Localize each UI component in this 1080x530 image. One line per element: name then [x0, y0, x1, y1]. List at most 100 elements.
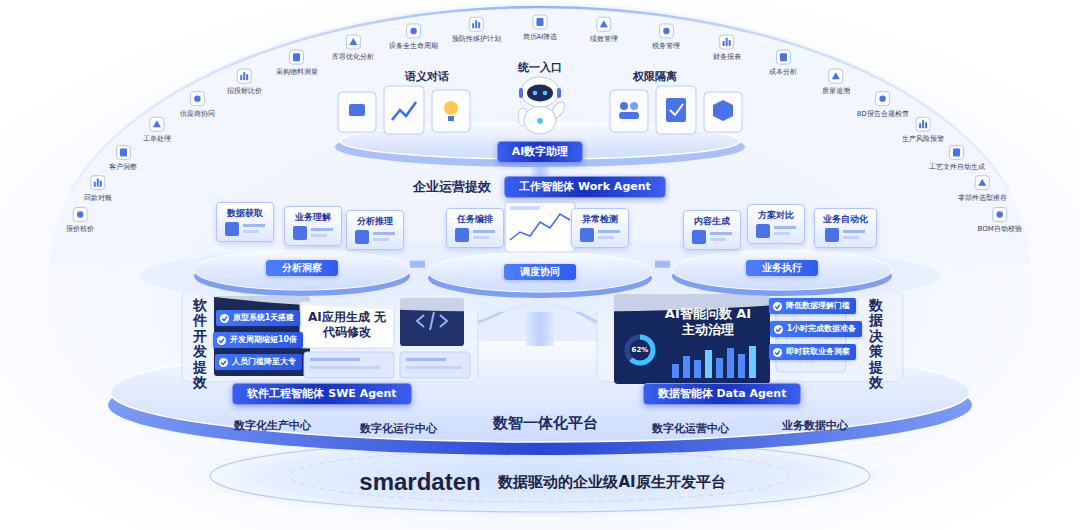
scenario-icon	[469, 17, 483, 31]
screen-mockup	[417, 312, 447, 330]
benefit-tag: 1小时完成数据准备	[770, 321, 863, 337]
scenario-icon	[720, 35, 734, 49]
scenario-icon	[100, 181, 102, 187]
scenario-icon	[829, 69, 843, 83]
card-icon	[598, 236, 614, 239]
card-icon	[311, 234, 327, 237]
node-label: 任务编排	[457, 214, 493, 224]
screen-mockup	[749, 346, 756, 378]
scenario-icon	[537, 18, 544, 26]
dashboard	[510, 214, 570, 240]
scenario-icon	[346, 35, 360, 49]
dome-arc	[71, 7, 1009, 190]
screen-mockup	[406, 358, 446, 361]
scenario-icon	[776, 50, 790, 64]
scenario-icon	[73, 207, 87, 221]
capability-card: 方案对比	[747, 204, 805, 244]
center-label: 业务数据中心	[782, 418, 848, 433]
card-icon	[455, 228, 495, 242]
scenario-icon	[290, 50, 304, 64]
dashboard	[510, 206, 540, 210]
scenario-label: 成本分析	[769, 67, 797, 77]
scenario-icon	[659, 24, 673, 38]
scenario-icon	[723, 41, 725, 46]
check-icon	[774, 325, 783, 334]
glass-panel	[656, 86, 696, 134]
scenario-icon	[916, 117, 930, 131]
scenario-icon	[237, 69, 251, 83]
node-label: 降低数据理解门槛	[786, 301, 850, 310]
scenario-label: 简历AI筛选	[523, 32, 558, 42]
glass-panel	[619, 112, 639, 119]
scenario-icon	[472, 23, 474, 28]
check-icon	[773, 302, 782, 311]
scenario-label: 供应商协同	[180, 109, 215, 119]
scenario-icon	[916, 117, 930, 131]
scenario-icon	[290, 50, 304, 64]
scenario-icon	[293, 53, 300, 61]
check-icon	[773, 348, 782, 357]
platform-disc: 业务执行内容生成方案对比业务自动化	[670, 198, 895, 290]
check-icon	[773, 348, 782, 357]
check-icon	[773, 302, 782, 311]
card-icon	[825, 228, 865, 242]
middle-platform	[194, 250, 410, 290]
scenario-icon	[246, 74, 248, 80]
scenario-label: 质量追溯	[822, 86, 850, 96]
capability-card: 分析推理	[346, 210, 404, 250]
agent-panel: 软件工程智能体 SWE Agent原型系统1天搭建开发周期缩短10倍人员门槛降至…	[185, 285, 475, 407]
scenario-icon	[975, 176, 989, 190]
scenario-icon	[240, 75, 242, 80]
scenario-icon	[950, 145, 964, 159]
scenario-icon	[978, 179, 986, 186]
card-icon	[692, 230, 706, 244]
card-icon	[825, 228, 839, 242]
check-icon	[219, 358, 228, 367]
benefit-tag: 降低数据理解门槛	[769, 298, 856, 314]
screen-mockup	[716, 358, 723, 378]
scenario-icon	[94, 182, 96, 187]
platform-label: 业务执行	[746, 260, 818, 276]
glass-panel	[392, 102, 416, 120]
scenario-icon	[829, 69, 843, 83]
scenario-icon	[469, 17, 483, 31]
scenario-icon	[533, 15, 547, 29]
screen-caption: AI应用生成 无代码修改	[305, 310, 389, 340]
check-icon	[222, 316, 227, 320]
screen-caption: AI智能问数 AI主动治理	[664, 306, 752, 339]
scenario-icon	[993, 207, 1007, 221]
glass-panel	[432, 90, 470, 132]
card-icon	[225, 222, 239, 236]
scenario-label: 预防性维护计划	[452, 34, 501, 44]
scenario-icon	[919, 123, 921, 128]
scenario-label: 绩效管理	[590, 34, 618, 44]
scenario-icon	[190, 92, 204, 106]
bottom-platform	[108, 342, 972, 455]
base-disc	[290, 450, 790, 502]
glass-panel	[666, 98, 686, 122]
capability-card: 业务自动化	[814, 208, 877, 248]
scenario-icon	[950, 145, 964, 159]
scenario-icon	[120, 148, 127, 156]
node-label: 方案对比	[758, 210, 794, 220]
scenario-label: 税务管理	[652, 41, 680, 51]
node-label: AI数字助理	[512, 145, 569, 158]
card-icon	[710, 232, 732, 235]
scenario-icon	[953, 148, 960, 156]
check-icon	[776, 327, 781, 331]
scenario-label: 客户洞察	[109, 162, 137, 172]
capability-card: 任务编排	[446, 208, 504, 248]
benefit-tag: 原型系统1天搭建	[216, 310, 301, 326]
node-label: 工作智能体 Work Agent	[519, 180, 651, 193]
agent-bar: 工作智能体 Work Agent	[504, 176, 666, 197]
card-icon	[710, 238, 726, 241]
node-label: 开发周期缩短10倍	[230, 335, 297, 344]
check-icon	[774, 325, 783, 334]
glass-panel	[349, 104, 365, 116]
glass-panel	[338, 92, 376, 132]
card-icon	[293, 226, 333, 240]
capability-card: 异常检测	[571, 208, 629, 248]
scenario-label: BOM自动校验	[978, 224, 1022, 234]
